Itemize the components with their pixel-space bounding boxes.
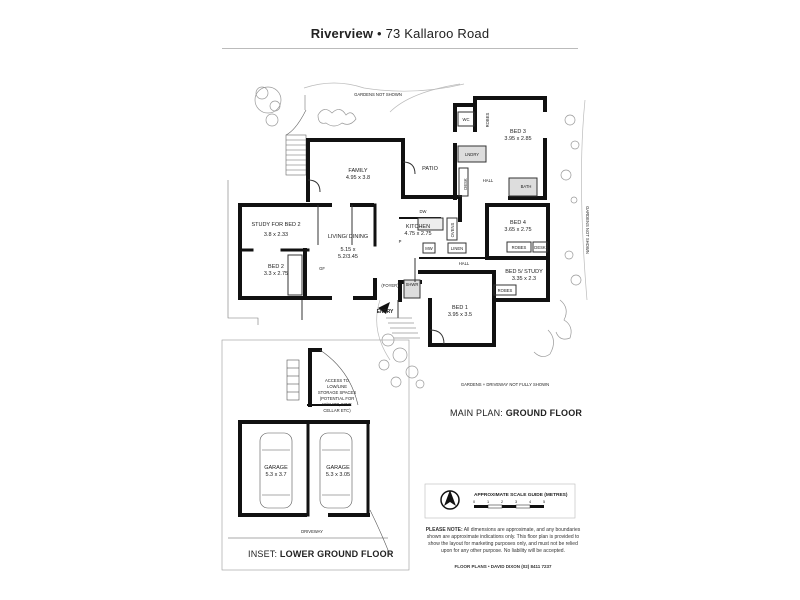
room-bed1-name: BED 1: [452, 305, 468, 311]
note-gardens-top: GARDENS NOT SHOWN: [354, 92, 402, 97]
storage-note-0: ACCESS TO: [325, 378, 350, 383]
label-pantry: P: [399, 239, 402, 244]
storage-note-4: W/SHOP, WINE: [322, 402, 352, 407]
scale-tick-2: 2: [501, 500, 503, 504]
inset-caption-floor: LOWER GROUND FLOOR: [279, 549, 394, 559]
room-bed5-name: BED 5/ STUDY: [505, 269, 543, 275]
page-header: Riverview • 73 Kallaroo Road: [0, 26, 800, 41]
disclaimer-label: PLEASE NOTE:: [425, 527, 463, 533]
label-mw: MW: [425, 246, 432, 251]
room-study-name: STUDY FOR BED 2: [251, 222, 300, 228]
storage-note-2: STORAGE SPACES: [318, 390, 356, 395]
label-foyer: (FOYER): [381, 283, 399, 288]
room-bed1-dim: 3.95 x 3.5: [448, 312, 472, 318]
room-living-dim1: 5.15 x: [341, 247, 356, 253]
boundary-lines: [227, 95, 306, 325]
label-gf: GF: [319, 266, 325, 271]
scale-guide: [424, 483, 576, 519]
room-bed5-dim: 3.35 x 2.3: [512, 276, 536, 282]
lower-ground-lines: [221, 339, 410, 571]
label-driveway: DRIVEWAY: [301, 529, 323, 534]
inset-caption: INSET: LOWER GROUND FLOOR: [248, 549, 394, 559]
room-patio-name: PATIO: [422, 166, 438, 172]
room-garage1-dim: 5.3 x 3.7: [265, 472, 286, 478]
label-linen: LINEN: [451, 246, 463, 251]
note-gardens-bottom: GARDENS + DRIVEWAY NOT FULLY SHOWN: [461, 382, 549, 387]
room-bed3-dim: 3.95 x 2.85: [504, 136, 531, 142]
label-hall-bottom: HALL: [459, 261, 470, 266]
storage-note-5: CELLAR ETC): [323, 408, 351, 413]
room-bed4-name: BED 4: [510, 220, 526, 226]
scale-tick-1: 1: [487, 500, 489, 504]
room-study-dim: 3.8 x 2.33: [264, 232, 288, 238]
label-wc: WC: [463, 117, 470, 122]
room-bed2-name: BED 2: [268, 264, 284, 270]
scale-tick-3: 3: [515, 500, 517, 504]
room-bed2-dim: 3.3 x 2.75: [264, 271, 288, 277]
room-bed4-dim: 3.65 x 2.75: [504, 227, 531, 233]
storage-note-3: (POTENTIAL FOR: [320, 396, 355, 401]
label-shwr: SHWR: [406, 282, 419, 287]
room-family-name: FAMILY: [348, 168, 367, 174]
label-robes-bed5: ROBES: [498, 288, 513, 293]
label-ovens: OVENS: [450, 222, 455, 237]
entry-arrow-icon: [378, 302, 390, 314]
label-desk-right: DESK: [534, 245, 546, 250]
inset-caption-prefix: INSET:: [248, 549, 278, 559]
floorplan-credit: FLOOR PLANS • DAVID DIXON (02) 8411 7237: [454, 564, 552, 569]
main-plan-caption: MAIN PLAN: GROUND FLOOR: [450, 408, 582, 418]
lower-ground-walls: [238, 348, 370, 517]
stairs-top: [285, 109, 307, 176]
header-separator: •: [377, 26, 382, 41]
room-living-name: LIVING/ DINING: [328, 234, 368, 240]
scale-tick-5: 5: [543, 500, 545, 504]
label-hall-top: HALL: [483, 178, 494, 183]
room-kitchen-dim: 4.75 x 2.75: [404, 231, 431, 237]
label-lndry: LNDRY: [465, 152, 479, 157]
scale-title: APPROXIMATE SCALE GUIDE (METRES): [474, 492, 568, 498]
main-plan-caption-floor: GROUND FLOOR: [505, 408, 583, 418]
label-desk-left: DESK: [463, 178, 468, 190]
label-entry: ENTRY: [377, 309, 394, 315]
room-garage2-dim: 5.3 x 3.05: [326, 472, 350, 478]
entry-steps: [386, 317, 420, 339]
label-robes-bed4: ROBES: [512, 245, 527, 250]
disclaimer: PLEASE NOTE: All dimensions are approxim…: [422, 527, 584, 555]
ground-floor-walls: [238, 96, 550, 347]
room-garage2-name: GARAGE: [326, 465, 350, 471]
storage-note-1: LOW/LINE: [327, 384, 347, 389]
property-name: Riverview: [310, 26, 374, 41]
label-bath: BATH: [521, 184, 532, 189]
interior-lines: [287, 111, 548, 345]
room-kitchen-name: KITCHEN: [406, 224, 430, 230]
scale-tick-0: 0: [473, 500, 475, 504]
main-plan-caption-prefix: MAIN PLAN:: [450, 408, 504, 418]
room-family-dim: 4.95 x 3.8: [346, 175, 370, 181]
note-gardens-right: GARDENS NOT SHOWN: [585, 206, 590, 254]
scale-tick-4: 4: [529, 500, 531, 504]
room-bed3-name: BED 3: [510, 129, 526, 135]
room-garage1-name: GARAGE: [264, 465, 288, 471]
header-rule: [222, 48, 578, 49]
disclaimer-text: All dimensions are approximate, and any …: [426, 527, 581, 554]
room-living-dim2: 5.2/3.45: [338, 254, 358, 260]
property-address: 73 Kallaroo Road: [385, 26, 490, 41]
label-robes-bed3: ROBES: [485, 112, 490, 127]
label-dw: DW: [420, 209, 427, 214]
